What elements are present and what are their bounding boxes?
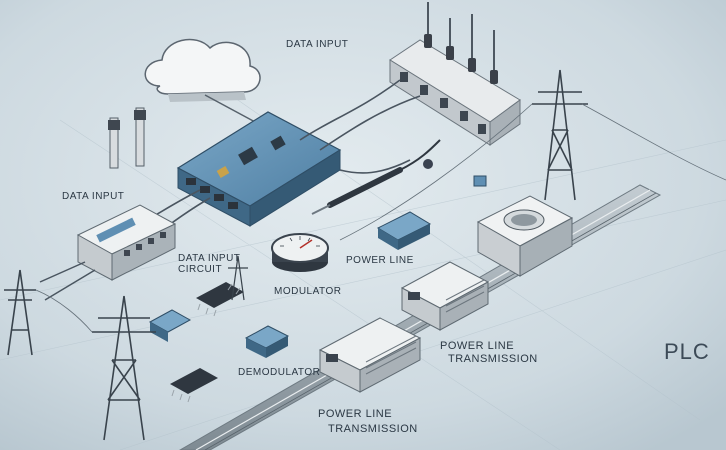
cloud-icon [144,38,261,102]
overhead-wires [35,103,726,333]
label-power-line-mid: POWER LINE [346,255,414,266]
label-data-input-left: DATA INPUT [62,191,125,202]
small-component [423,159,433,169]
label-demodulator: DEMODULATOR [238,367,321,378]
label-power-line-transmission-bottom-2: TRANSMISSION [328,423,418,435]
small-chip [473,175,487,187]
label-data-input-circuit-1: DATA INPUT [178,253,241,264]
label-modulator: MODULATOR [274,286,342,297]
label-power-line-transmission-bottom-1: POWER LINE [318,408,393,420]
blue-module-demodulator [244,325,290,358]
rail-module-upper [400,261,490,331]
probe-cable [311,139,441,215]
top-cable-plugs [424,34,498,84]
modulator-gauge [271,233,329,272]
left-device-cables [39,261,96,301]
tower-bottom-left [92,295,156,441]
tower-right [532,69,588,201]
label-data-input-top: DATA INPUT [286,39,349,50]
label-plc: PLC [664,339,710,364]
chip-bottom [170,368,218,403]
blue-module [376,211,432,250]
label-power-line-transmission-right-2: TRANSMISSION [448,353,538,365]
tower-small [228,255,248,301]
label-power-line-transmission-right-1: POWER LINE [440,340,515,352]
power-supply-box [476,195,574,277]
main-circuit-board [176,111,342,227]
rail-module-lower [318,317,422,393]
chip-center [196,282,244,317]
label-data-input-circuit-2: CIRCUIT [178,264,223,275]
blue-module-small [148,309,192,342]
data-input-device [76,204,177,281]
left-sensors [108,107,146,169]
tower-left [4,269,36,356]
